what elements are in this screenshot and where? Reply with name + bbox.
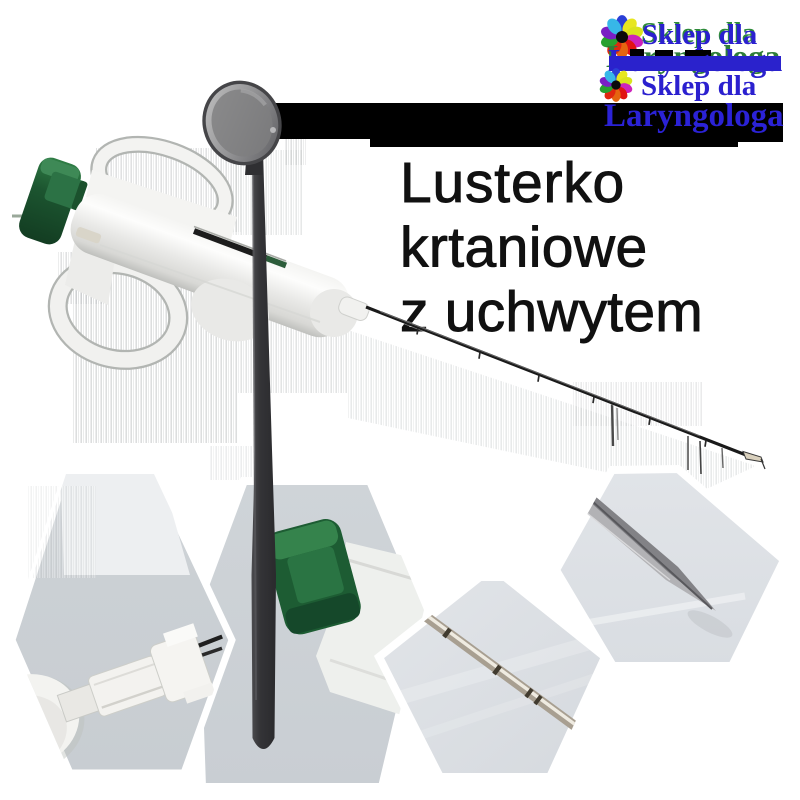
svg-text:Sklep dla: Sklep dla <box>642 19 758 51</box>
svg-text:Sklep dla: Sklep dla <box>641 70 757 102</box>
svg-text:Laryngologa: Laryngologa <box>604 98 784 134</box>
svg-text:Sklep dla: Sklep dla <box>641 17 757 49</box>
svg-text:krtaniowe: krtaniowe <box>400 216 648 280</box>
svg-text:z uchwytem: z uchwytem <box>400 280 703 344</box>
svg-text:Lusterko: Lusterko <box>400 151 625 215</box>
